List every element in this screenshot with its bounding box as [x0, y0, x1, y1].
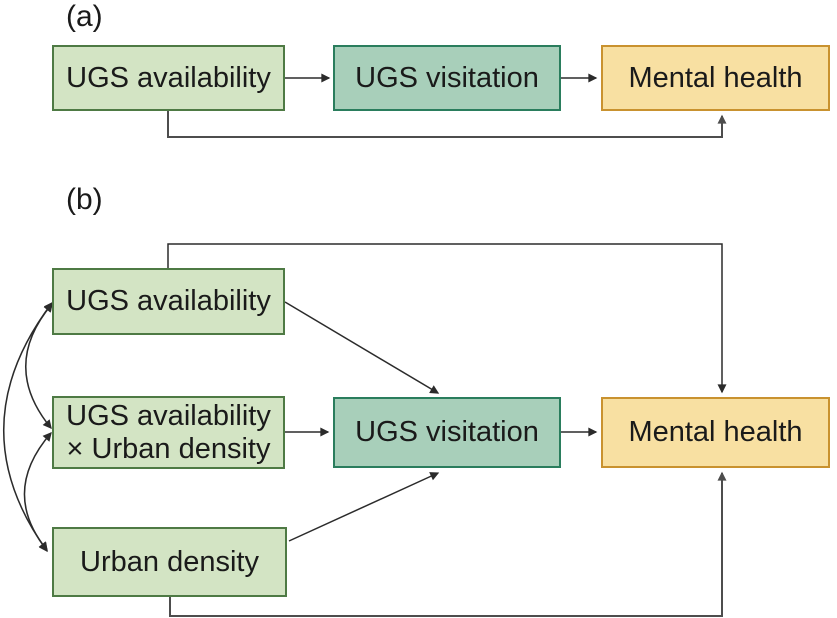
- arrow-b-density-to-visitation: [288, 472, 440, 542]
- covariance-arc-interaction-density: [23, 431, 52, 552]
- panel-a-box-mental-health-text: Mental health: [628, 61, 803, 94]
- panel-b-box-ugs-visitation-text: UGS visitation: [355, 416, 539, 448]
- panel-b-box-urban-density: Urban density: [52, 527, 287, 597]
- panel-b-box-interaction-line2: × Urban density: [66, 432, 271, 465]
- panel-a-box-mental-health: Mental health: [601, 45, 830, 111]
- panel-a-label: (a): [66, 0, 103, 33]
- arrow-b-availability-to-visitation: [284, 301, 440, 394]
- panel-b-box-interaction: UGS availability × Urban density: [52, 396, 285, 469]
- covariance-arc-availability-interaction: [25, 302, 53, 430]
- panel-b-box-interaction-line1: UGS availability: [66, 399, 271, 432]
- panel-b-box-mental-health-text: Mental health: [628, 416, 803, 448]
- panel-a-box-ugs-visitation-text: UGS visitation: [355, 61, 539, 94]
- panel-b-label: (b): [66, 183, 103, 216]
- panel-b-box-ugs-visitation: UGS visitation: [333, 397, 561, 468]
- arrow-a-availability-to-mental-bypass: [167, 111, 727, 138]
- panel-b-box-ugs-availability: UGS availability: [52, 268, 285, 335]
- panel-a-box-ugs-availability: UGS availability: [52, 45, 285, 111]
- panel-b-box-urban-density-text: Urban density: [80, 545, 259, 578]
- panel-a-box-ugs-visitation: UGS visitation: [333, 45, 561, 111]
- arrow-b-availability-to-mental-bypass-top: [167, 243, 727, 394]
- panel-b-box-ugs-availability-text: UGS availability: [66, 285, 271, 317]
- panel-b-box-mental-health: Mental health: [601, 397, 830, 468]
- panel-a-box-ugs-availability-text: UGS availability: [66, 61, 271, 94]
- covariance-arc-availability-density: [3, 301, 53, 553]
- arrow-b-density-to-mental-bypass-bottom: [169, 471, 727, 617]
